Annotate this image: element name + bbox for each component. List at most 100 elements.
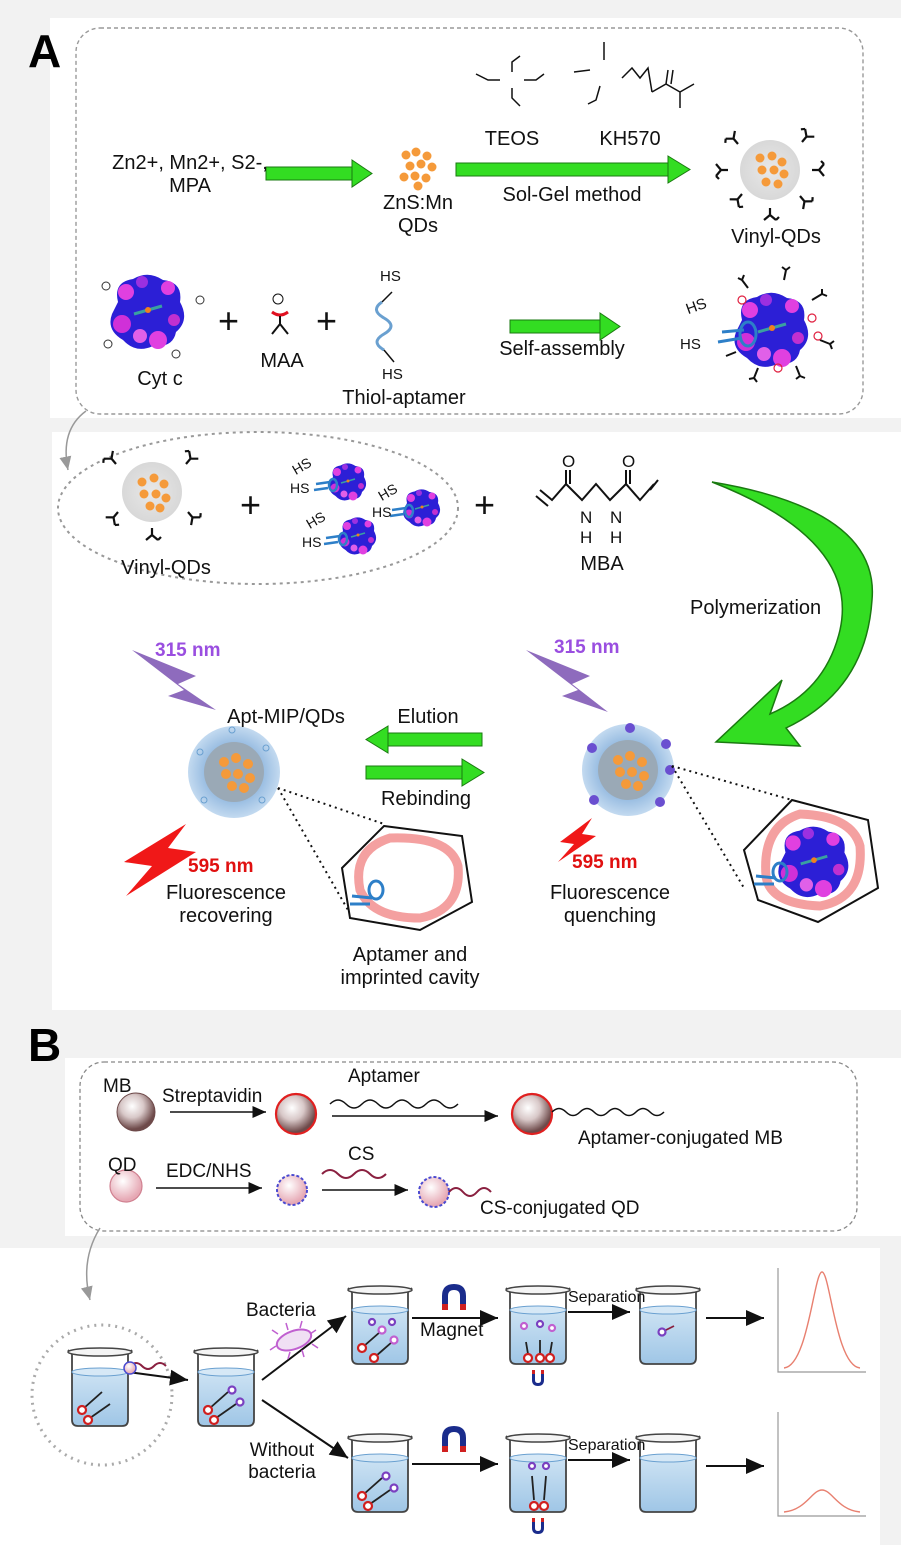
arrow-add-qd: [127, 1369, 189, 1386]
mba-o2: O: [622, 452, 636, 471]
imprinted-cavity-empty: [340, 824, 474, 932]
panel-label-b: B: [28, 1019, 62, 1071]
magnet-label: Magnet: [420, 1320, 484, 1341]
connector-arrow-b: [80, 1227, 101, 1301]
mba-n2: N: [610, 508, 623, 527]
cs-qd-bead: [418, 1176, 450, 1208]
mb-bead: [116, 1092, 156, 1132]
mba-h1: H: [580, 528, 593, 547]
cytochrome-c: [101, 273, 205, 359]
aptamer-mb-strand: [551, 1107, 665, 1117]
self-assembled-complex: [717, 266, 835, 383]
cs-qd-strand: [448, 1187, 492, 1197]
mb-label: MB: [103, 1076, 132, 1097]
plus-sign-4: +: [474, 484, 496, 525]
mba-h2: H: [610, 528, 623, 547]
arrow-bacteria: [261, 1315, 347, 1381]
panel-b-upper-background: [65, 1058, 901, 1236]
rebinding-arrow: [365, 758, 485, 787]
bacteria-label: Bacteria: [246, 1300, 316, 1321]
reagents-label: Zn2+, Mn2+, S2-,MPA: [112, 152, 268, 197]
hs-template-6: HS: [302, 534, 322, 550]
magnet-icon-2: [442, 1426, 466, 1452]
bacteria-cell: [269, 1320, 319, 1360]
vinyl-qd-mid: [100, 447, 204, 542]
green-arrow-3: [509, 312, 621, 341]
excitation-label-left: 315 nm: [155, 640, 221, 661]
imprinted-cavity-filled: [742, 798, 880, 924]
elution-label: Elution: [397, 706, 459, 728]
apt-mip-label: Apt-MIP/QDs: [227, 706, 345, 728]
mba-label: MBA: [580, 553, 624, 575]
spectrum-low: [777, 1412, 866, 1517]
qd-cluster: [399, 147, 437, 191]
vinyl-qds-label-mid: Vinyl-QDs: [121, 557, 211, 579]
spectrum-high: [777, 1268, 866, 1373]
mba-n1: N: [580, 508, 593, 527]
streptavidin-label: Streptavidin: [162, 1086, 263, 1107]
frame-mixture: [57, 431, 459, 585]
beaker-separated-2: [635, 1433, 701, 1513]
emission-bolt-strong: [124, 824, 196, 896]
zoom-lines-left: [277, 787, 385, 911]
apt-mip-qd-recovering: [188, 726, 280, 818]
self-assembly-label: Self-assembly: [499, 338, 625, 360]
magnet-under-beaker-2: [532, 1518, 544, 1534]
edc-label: EDC/NHS: [166, 1161, 252, 1182]
green-arrow-1: [265, 159, 373, 188]
beaker-start: [67, 1347, 133, 1427]
hs-template-2: HS: [290, 480, 310, 496]
beaker-no-bacteria: [347, 1433, 413, 1513]
arrow-without-bacteria: [261, 1399, 349, 1459]
beaker-bacteria: [347, 1285, 413, 1365]
hs-top: HS: [380, 268, 401, 285]
qd-bead: [109, 1169, 143, 1203]
emission-label-right: 595 nm: [572, 852, 638, 873]
beaker-group: [67, 1285, 701, 1513]
thiol-aptamer: [375, 291, 395, 363]
added-qd: [123, 1361, 137, 1375]
separation-label-2: Separation: [568, 1437, 646, 1454]
mba-structure: [535, 470, 659, 507]
streptavidin-mb: [274, 1092, 318, 1136]
plus-sign-1: +: [218, 300, 240, 341]
separation-label-1: Separation: [568, 1289, 646, 1306]
plus-sign-2: +: [316, 300, 338, 341]
excitation-bolt-right: [526, 650, 608, 712]
magnet-icon: [442, 1284, 466, 1310]
panel-b-lower-background: [0, 1248, 880, 1545]
beaker-separated-1: [635, 1285, 701, 1365]
cytc-label: Cyt c: [137, 368, 183, 390]
apt-mip-qd-quenching: [582, 723, 675, 816]
maa-structure: [271, 293, 289, 335]
emission-bolt-weak: [558, 818, 596, 862]
green-arrow-2: [455, 155, 691, 184]
polymerization-arrow: [711, 481, 874, 747]
frame-b-circle: [30, 1323, 174, 1467]
cs-strand: [321, 1169, 387, 1179]
aptamer-label: Aptamer: [348, 1066, 420, 1087]
template-complexes: [313, 462, 441, 556]
thiol-aptamer-label: Thiol-aptamer: [342, 387, 466, 409]
excitation-label-right: 315 nm: [554, 637, 620, 658]
aptamer-mb-label: Aptamer-conjugated MB: [578, 1128, 783, 1149]
hs-bottom: HS: [382, 366, 403, 383]
aptamer-strand: [329, 1099, 459, 1109]
activated-qd: [276, 1174, 308, 1206]
rebinding-label: Rebinding: [380, 788, 472, 810]
maa-label: MAA: [260, 350, 304, 372]
solgel-label: Sol-Gel method: [502, 184, 642, 206]
frame-top: [75, 27, 864, 415]
plus-sign-3: +: [240, 484, 262, 525]
connector-arrow-a: [59, 410, 87, 471]
vinyl-qds-label-top: Vinyl-QDs: [731, 226, 821, 248]
kh570-label: KH570: [599, 128, 661, 150]
hs-complex-2: HS: [680, 336, 701, 353]
beaker-mixed: [193, 1347, 259, 1427]
teos-label: TEOS: [484, 128, 540, 150]
